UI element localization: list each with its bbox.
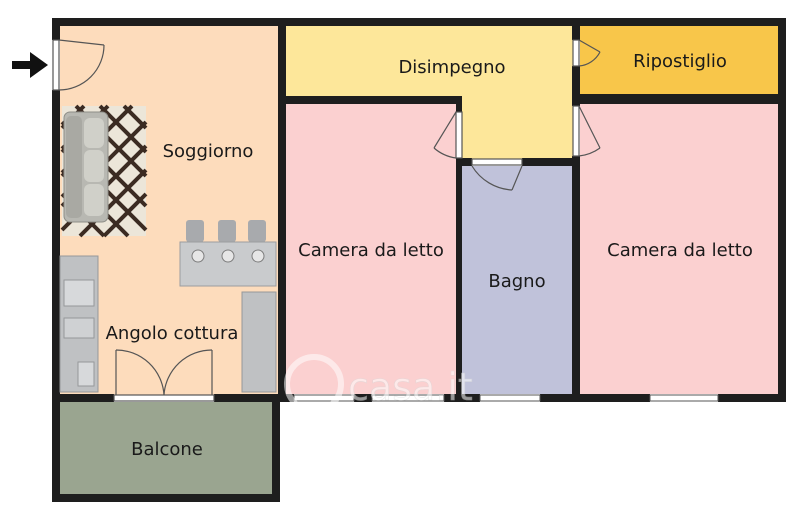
sofa-icon bbox=[63, 111, 109, 223]
room-camera-left bbox=[286, 104, 456, 394]
watermark-text: casa.it bbox=[348, 365, 473, 409]
room-disimpegno bbox=[286, 26, 574, 98]
kitchen-counter-icon bbox=[179, 241, 277, 287]
label-soggiorno: Soggiorno bbox=[163, 141, 254, 162]
watermark: casa.it bbox=[284, 354, 473, 414]
room-ripostiglio bbox=[580, 26, 778, 96]
label-balcone: Balcone bbox=[131, 439, 203, 460]
label-camera-right: Camera da letto bbox=[607, 240, 753, 261]
room-disimpegno-extension bbox=[462, 98, 574, 160]
arrow-right-icon bbox=[12, 52, 48, 78]
room-bagno bbox=[462, 166, 572, 394]
doors bbox=[52, 39, 601, 402]
room-camera-right bbox=[580, 104, 778, 394]
watermark-logo-icon bbox=[284, 354, 344, 414]
label-ripostiglio: Ripostiglio bbox=[633, 51, 727, 72]
label-disimpegno: Disimpegno bbox=[398, 57, 505, 78]
walls bbox=[52, 18, 786, 502]
kitchen-cabinets-icon bbox=[59, 255, 277, 393]
label-bagno: Bagno bbox=[488, 271, 545, 292]
label-camera-left: Camera da letto bbox=[298, 240, 444, 261]
bar-stools-icon bbox=[186, 220, 266, 242]
room-balcone bbox=[60, 402, 272, 494]
label-angolo-cottura: Angolo cottura bbox=[106, 323, 239, 344]
